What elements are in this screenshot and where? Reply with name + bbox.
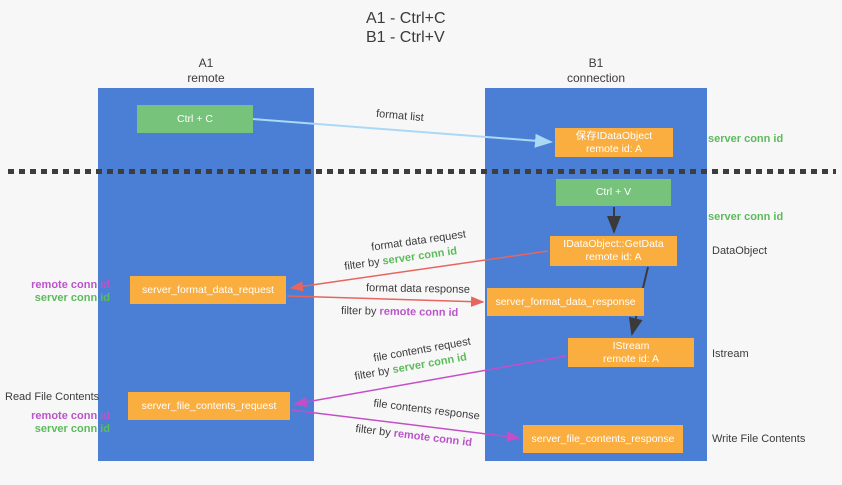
diagram-title: A1 - Ctrl+C B1 - Ctrl+V [366,9,446,47]
server-conn-id-mid-label: server conn id [708,211,784,223]
filter-by-text-4: filter by [354,422,392,440]
title-line-2: B1 - Ctrl+V [366,29,445,46]
remote-conn-id-key-1: remote conn id [379,305,459,320]
lifeline-a1-id: A1 [198,56,214,70]
istream-side-label: Istream [712,348,749,360]
lifeline-a1-role: remote [187,71,225,85]
lifeline-b1-id: B1 [588,56,604,70]
ctrl-v-node: Ctrl + V [556,179,671,206]
dotted-separator-line [8,169,836,174]
server-conn-id-left-1: server conn id [34,292,110,304]
server-format-data-request-label: server_format_data_request [142,283,274,296]
read-file-contents-label: Read File Contents [5,391,100,403]
server-file-contents-request-label: server_file_contents_request [141,399,277,412]
file-contents-response-label: file contents response [372,397,481,423]
left-bottom-conn-labels: remote conn id server conn id [10,410,110,436]
lifeline-header-b1: B1 connection [485,56,707,86]
title-line-1: A1 - Ctrl+C [366,10,446,27]
istream-node: IStream remote id: A [568,338,694,367]
filter-by-text-3: filter by [353,364,391,383]
server-file-contents-response-node: server_file_contents_response [523,425,683,453]
server-format-data-response-node: server_format_data_response [487,288,644,316]
remote-conn-id-key-2: remote conn id [392,427,473,450]
idataobject-getdata-line1: IDataObject::GetData [563,238,664,250]
server-file-contents-request-node: server_file_contents_request [128,392,290,420]
server-conn-id-top-label: server conn id [708,133,784,145]
write-file-contents-label: Write File Contents [712,433,806,445]
format-data-response-arrow [286,295,485,307]
remote-conn-id-left-2: remote conn id [31,410,110,422]
filter-by-text-2: filter by [340,304,377,318]
save-idataobject-line1: 保存IDataObject [575,129,653,142]
istream-line2: remote id: A [602,352,660,365]
lifeline-b1-role: connection [566,71,626,85]
filter-by-text-1: filter by [343,256,381,273]
format-data-response-label: format data response [365,282,471,296]
save-idataobject-node: 保存IDataObject remote id: A [555,128,673,157]
ctrl-v-label: Ctrl + V [595,186,632,198]
server-file-contents-response-label: server_file_contents_response [531,432,675,445]
idataobject-getdata-node: IDataObject::GetData remote id: A [550,236,677,266]
server-format-data-response-label: server_format_data_response [495,295,636,308]
save-idataobject-line2: remote id: A [585,142,643,155]
idataobject-getdata-line2: remote id: A [585,251,642,263]
format-list-label: format list [375,107,425,125]
left-mid-conn-labels: remote conn id server conn id [10,279,110,305]
istream-line1: IStream [612,339,650,352]
lifeline-header-a1: A1 remote [98,56,314,86]
remote-conn-id-left-1: remote conn id [31,279,110,291]
ctrl-c-label: Ctrl + C [177,112,213,125]
dataobject-label: DataObject [712,245,768,257]
server-conn-id-left-2: server conn id [34,423,110,435]
ctrl-c-node: Ctrl + C [137,105,253,133]
server-format-data-request-node: server_format_data_request [130,276,286,304]
